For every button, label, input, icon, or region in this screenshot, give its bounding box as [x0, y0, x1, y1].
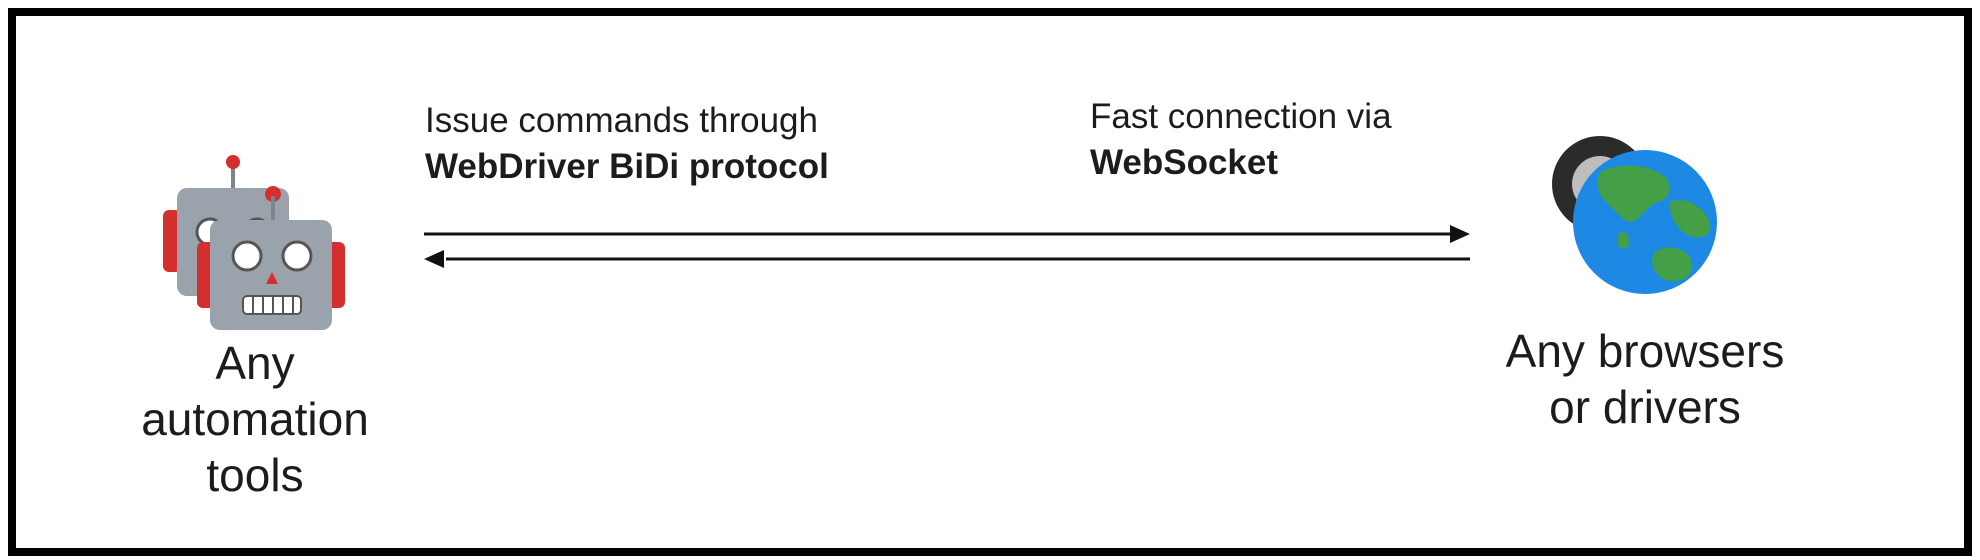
command-caption: Issue commands through WebDriver BiDi pr… — [425, 98, 829, 190]
return-arrow — [424, 250, 1470, 268]
browsers-drivers-label: Any browsers or drivers — [1455, 323, 1835, 435]
automation-tools-label-line: automation — [141, 393, 369, 445]
front-robot-icon — [197, 196, 345, 330]
command-caption-line1: Issue commands through — [425, 101, 818, 140]
automation-tools-label-line: Any — [215, 337, 295, 389]
automation-tools-label-line: tools — [206, 449, 304, 501]
forward-arrow — [424, 225, 1470, 243]
automation-tools-label: Any automation tools — [130, 335, 380, 503]
browsers-drivers-label-line: or drivers — [1549, 381, 1741, 433]
connection-caption: Fast connection via WebSocket — [1090, 94, 1392, 186]
robot-icon — [163, 155, 345, 330]
command-caption-line2: WebDriver BiDi protocol — [425, 147, 829, 186]
globe-with-wheel-icon — [1552, 136, 1717, 294]
browsers-drivers-label-line: Any browsers — [1505, 325, 1785, 377]
globe-icon — [1573, 150, 1717, 294]
connection-caption-line2: WebSocket — [1090, 143, 1279, 182]
connection-caption-line1: Fast connection via — [1090, 97, 1392, 136]
